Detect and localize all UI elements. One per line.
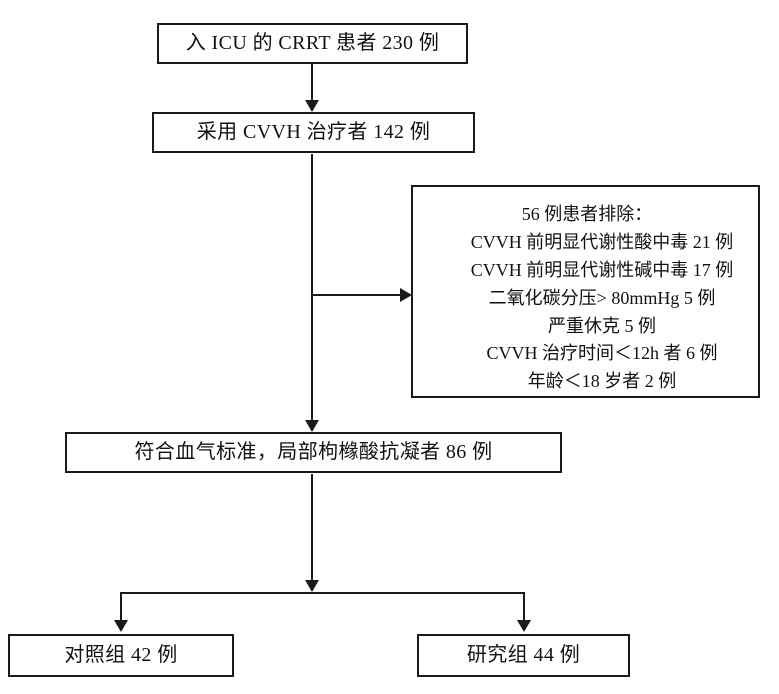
connector-to-excluded-line (312, 294, 402, 296)
connector-split-bar (120, 592, 525, 594)
flow-node-study-group-label: 研究组 44 例 (466, 644, 581, 666)
connector-intake-to-cvvh-line (311, 64, 313, 100)
connector-to-study-line (523, 592, 525, 620)
flow-node-intake-label: 入 ICU 的 CRRT 患者 230 例 (185, 32, 440, 54)
flow-node-cvvh: 采用 CVVH 治疗者 142 例 (152, 112, 475, 153)
flow-node-eligible-label: 符合血气标准，局部枸橼酸抗凝者 86 例 (134, 441, 493, 463)
flow-node-excluded: 56 例患者排除： CVVH 前明显代谢性酸中毒 21 例 CVVH 前明显代谢… (411, 185, 760, 398)
excluded-reason-item: CVVH 治疗时间＜12h 者 6 例 (486, 343, 718, 364)
connector-to-control-line (120, 592, 122, 620)
excluded-reason-item: CVVH 前明显代谢性酸中毒 21 例 (470, 231, 734, 252)
connector-eligible-to-split-line (311, 474, 313, 580)
excluded-reason-item: CVVH 前明显代谢性碱中毒 17 例 (470, 259, 734, 280)
arrowhead-right-icon (400, 288, 412, 302)
flow-node-intake: 入 ICU 的 CRRT 患者 230 例 (157, 23, 468, 64)
arrowhead-down-icon (305, 580, 319, 592)
arrowhead-down-icon (305, 420, 319, 432)
arrowhead-down-icon (114, 620, 128, 632)
flow-node-eligible: 符合血气标准，局部枸橼酸抗凝者 86 例 (65, 432, 562, 473)
excluded-reason-item: 严重休克 5 例 (548, 315, 656, 336)
excluded-heading: 56 例患者排除： (521, 204, 653, 224)
excluded-reason-item: 二氧化碳分压> 80mmHg 5 例 (488, 287, 716, 308)
flow-node-control-group: 对照组 42 例 (8, 634, 234, 677)
arrowhead-down-icon (517, 620, 531, 632)
excluded-reason-item: 年龄＜18 岁者 2 例 (527, 371, 677, 392)
flow-node-study-group: 研究组 44 例 (417, 634, 630, 677)
excluded-reason-list: CVVH 前明显代谢性酸中毒 21 例 CVVH 前明显代谢性碱中毒 17 例 … (426, 229, 748, 396)
connector-cvvh-to-eligible-line (311, 154, 313, 420)
flow-node-cvvh-label: 采用 CVVH 治疗者 142 例 (196, 121, 431, 143)
flow-node-control-group-label: 对照组 42 例 (64, 644, 178, 666)
arrowhead-down-icon (305, 100, 319, 112)
